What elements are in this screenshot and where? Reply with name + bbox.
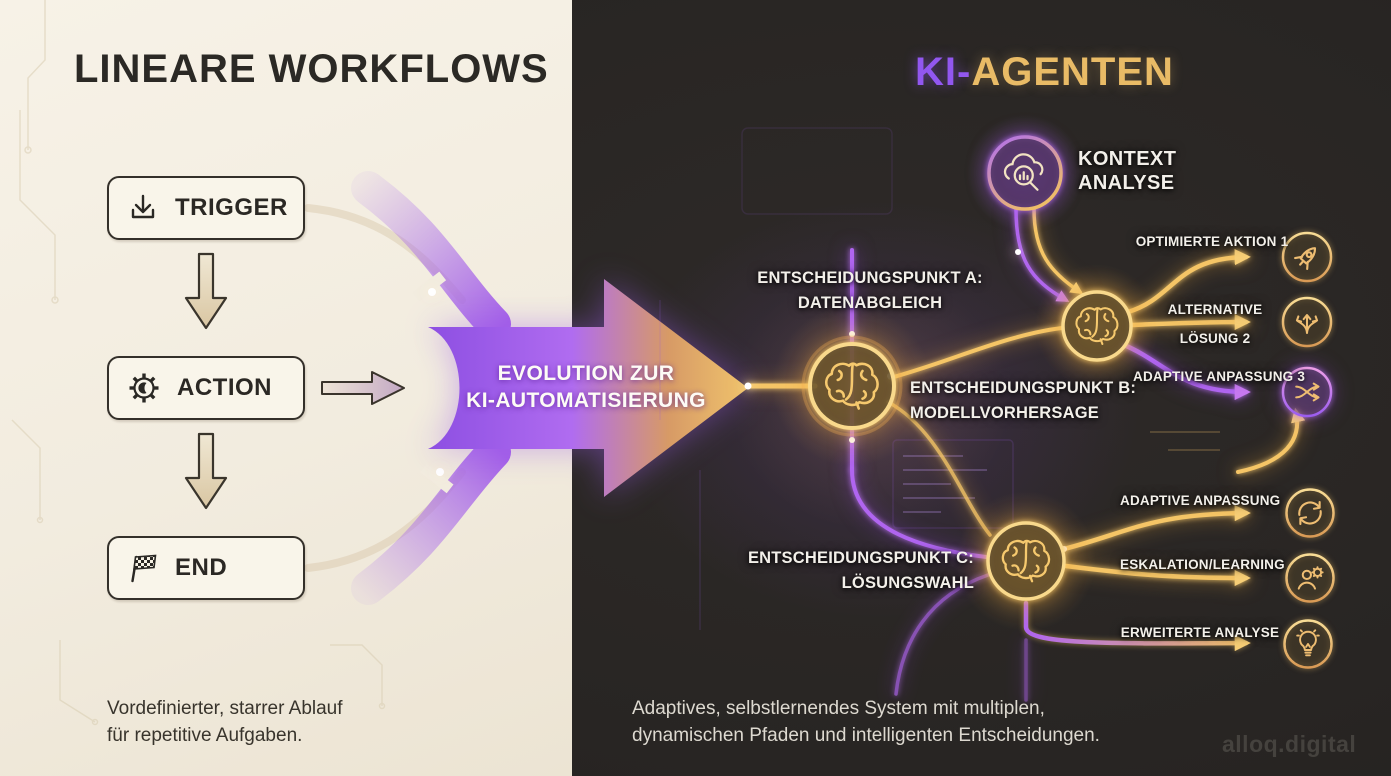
download-icon [131, 194, 155, 219]
evolution-swooshes [351, 171, 511, 605]
decision-node-c [956, 491, 1096, 631]
context-analysis-node [967, 115, 1083, 231]
workflow-step-label: END [175, 554, 228, 581]
right-circuit-texture [659, 127, 1220, 630]
right-panel-title: KI-AGENTEN [915, 50, 1174, 95]
left-circuit-texture [11, 0, 386, 726]
title-agenten: AGENTEN [971, 50, 1174, 94]
decision-a-line2: DATENABGLEICH [797, 293, 943, 312]
title-ki: KI- [915, 50, 972, 94]
evolution-arrow-label: EVOLUTION ZUR KI-AUTOMATISIERUNG [448, 360, 724, 415]
output-icons [1281, 231, 1335, 669]
decision-node-a [772, 306, 932, 466]
down-arrow [184, 432, 228, 510]
left-panel-title: LINEARE WORKFLOWS [74, 47, 549, 91]
output-icon-adaptive-anpassung-3 [1281, 366, 1333, 418]
output-label-2-line2: LÖSUNG 2 [1179, 331, 1251, 346]
decision-c-line2: LÖSUNGSWAHL [841, 573, 974, 592]
output-icon-optimierte-aktion [1281, 231, 1333, 283]
output-icon-eskalation-learning [1285, 553, 1335, 603]
workflow-step-trigger: TRIGGER [107, 176, 305, 240]
context-analysis-label: KONTEXT ANALYSE [1078, 148, 1176, 195]
context-label-line1: KONTEXT [1078, 148, 1177, 170]
workflow-step-end: END [107, 536, 305, 600]
checkered-flag-icon [131, 554, 157, 583]
output-label-3: ADAPTIVE ANPASSUNG 3 [1133, 369, 1306, 384]
down-arrow [184, 252, 228, 330]
output-label-1: OPTIMIERTE AKTION 1 [1135, 234, 1289, 249]
decision-label-a: ENTSCHEIDUNGSPUNKT A: DATENABGLEICH [740, 266, 1000, 316]
left-caption-line1: Vordefinierter, starrer Ablauf [107, 698, 343, 719]
output-label-5: ESKALATION/LEARNING [1120, 557, 1285, 572]
decision-label-c: ENTSCHEIDUNGSPUNKT C: LÖSUNGSWAHL [742, 546, 974, 596]
context-label-line2: ANALYSE [1078, 171, 1175, 194]
evolution-arrow [428, 279, 748, 497]
right-caption-line2: dynamischen Pfaden und intelligenten Ent… [632, 724, 1100, 746]
left-caption: Vordefinierter, starrer Ablauf für repet… [107, 696, 343, 749]
output-icon-erweiterte-analyse [1283, 619, 1333, 669]
output-label-4: ADAPTIVE ANPASSUNG [1120, 493, 1281, 508]
workflow-step-label: ACTION [177, 374, 272, 401]
left-caption-line2: für repetitive Aufgaben. [107, 724, 303, 746]
output-label-6: ERWEITERTE ANALYSE [1120, 625, 1280, 640]
output-icon-alternative-loesung [1281, 296, 1333, 348]
decision-label-b: ENTSCHEIDUNGSPUNKT B: MODELLVORHERSAGE [910, 376, 1136, 426]
decision-node-b [1035, 264, 1159, 388]
workflow-step-label: TRIGGER [175, 194, 288, 221]
evolution-label-line2: KI-AUTOMATISIERUNG [466, 389, 706, 413]
decision-b-line2: MODELLVORHERSAGE [910, 403, 1099, 422]
output-icon-adaptive-anpassung [1285, 488, 1335, 538]
workflow-step-action: ACTION [107, 356, 305, 420]
evolution-label-line1: EVOLUTION ZUR [497, 362, 675, 385]
gear-icon [129, 373, 159, 403]
right-caption-line1: Adaptives, selbstlernendes System mit mu… [632, 698, 1045, 719]
output-label-2-line1: ALTERNATIVE [1167, 302, 1263, 317]
watermark: alloq.digital [1222, 731, 1357, 757]
decision-b-line1: ENTSCHEIDUNGSPUNKT B: [910, 379, 1137, 397]
decision-c-line1: ENTSCHEIDUNGSPUNKT C: [747, 549, 974, 567]
decision-a-line1: ENTSCHEIDUNGSPUNKT A: [757, 269, 983, 287]
right-caption: Adaptives, selbstlernendes System mit mu… [632, 696, 1100, 749]
right-arrow [321, 371, 405, 405]
